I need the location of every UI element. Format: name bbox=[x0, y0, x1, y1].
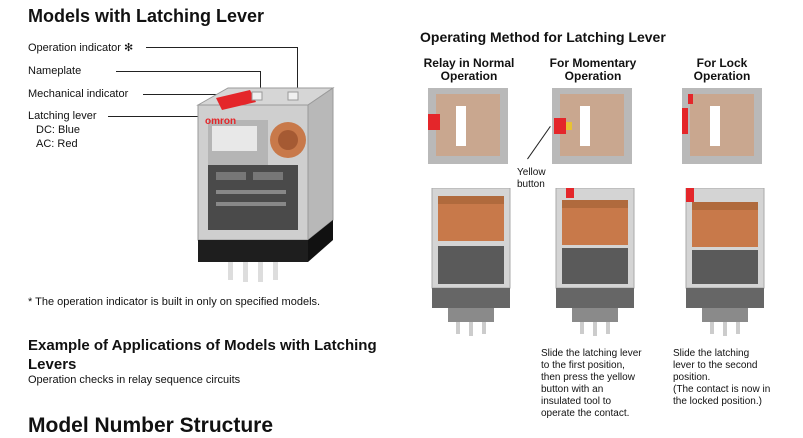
example-title: Example of Applications of Models with L… bbox=[28, 337, 377, 373]
operating-method-title: Operating Method for Latching Lever bbox=[420, 29, 666, 45]
callout-nameplate: Nameplate bbox=[28, 65, 82, 77]
momentary-description: Slide the latching lever to the first po… bbox=[541, 348, 642, 419]
callout-operation-indicator: Operation indicator ✻ bbox=[28, 42, 134, 54]
lock-description: Slide the latching lever to the second p… bbox=[673, 348, 771, 407]
side-view-normal bbox=[431, 188, 511, 336]
column-heading-lock: For Lock Operation bbox=[693, 56, 751, 83]
leader-line bbox=[146, 47, 297, 48]
top-view-normal bbox=[428, 88, 508, 164]
callout-ac: AC: Red bbox=[36, 138, 78, 150]
side-view-lock bbox=[685, 188, 765, 336]
yellow-button-leader bbox=[527, 126, 551, 160]
footnote: * The operation indicator is built in on… bbox=[28, 296, 321, 308]
callout-dc: DC: Blue bbox=[36, 124, 81, 136]
relay-brand-logo: omron bbox=[205, 116, 237, 127]
leader-line bbox=[143, 94, 220, 95]
top-view-lock bbox=[682, 88, 762, 164]
callout-mechanical-indicator: Mechanical indicator bbox=[28, 88, 129, 100]
callout-latching-lever: Latching lever bbox=[28, 110, 97, 122]
top-view-momentary bbox=[552, 88, 632, 164]
example-text: Operation checks in relay sequence circu… bbox=[28, 374, 241, 386]
leader-line bbox=[260, 71, 261, 99]
model-number-title: Model Number Structure bbox=[28, 414, 274, 437]
leader-line bbox=[116, 71, 260, 72]
side-view-momentary bbox=[555, 188, 635, 336]
column-heading-momentary: For Momentary Operation bbox=[549, 56, 637, 83]
column-heading-normal: Relay in Normal Operation bbox=[423, 56, 515, 83]
relay-illustration bbox=[196, 87, 335, 282]
section-title: Models with Latching Lever bbox=[28, 6, 265, 26]
leader-line bbox=[108, 116, 240, 117]
leader-line bbox=[297, 47, 298, 99]
yellow-button-label: Yellow button bbox=[517, 167, 546, 190]
